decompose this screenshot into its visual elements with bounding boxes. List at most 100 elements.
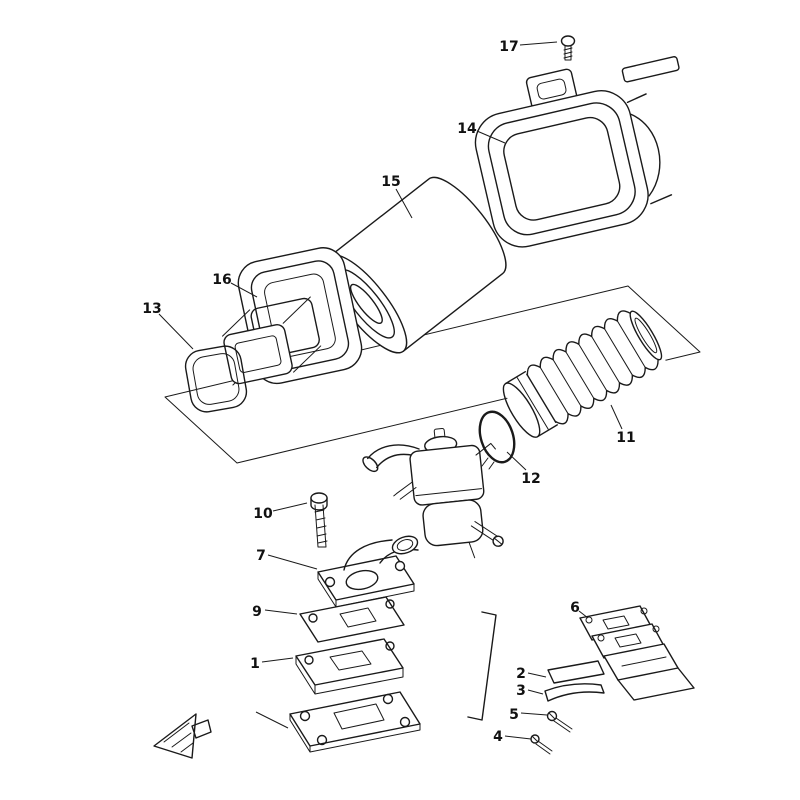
callout-16: 16 [212, 272, 231, 288]
case-rim-outer [474, 90, 649, 248]
duct-open-end-inner [634, 317, 658, 354]
gasket13-inner [192, 353, 240, 405]
callout-4: 4 [493, 729, 503, 745]
screw-5 [546, 710, 573, 733]
reed-block-hole-left [304, 655, 314, 665]
screw17-shaft [563, 45, 573, 61]
case-depth-edges [626, 93, 673, 205]
cap-snout-front [223, 324, 293, 385]
callout-labels: 17 14 15 16 13 11 12 10 7 9 1 6 2 3 5 4 [142, 39, 635, 745]
joint-flange-opening [333, 703, 385, 730]
duct-cuff-body [504, 370, 558, 438]
front-direction-arrow [153, 713, 212, 759]
leader-17 [519, 41, 558, 46]
case-strap [621, 56, 680, 83]
gasket-plate [299, 596, 405, 643]
reed-cage [603, 643, 695, 701]
arrow-tail [191, 719, 212, 739]
clamp-ring [478, 410, 516, 470]
cap-inner [250, 260, 350, 371]
bolt-head-top [310, 492, 328, 504]
gasket9-outline [299, 596, 405, 643]
callout-1: 1 [250, 656, 260, 672]
duct-open-end [629, 310, 663, 361]
joint-flange-hole-4 [316, 734, 328, 746]
duct-rib-start [526, 373, 557, 423]
plate6-a-hole-left [585, 616, 593, 624]
valve-gasket-plates [579, 605, 665, 659]
carb-choke-lever [475, 442, 496, 456]
callout-3: 3 [516, 683, 526, 699]
leader-3 [527, 689, 544, 695]
leader-joint-flange [255, 711, 289, 729]
plate6-b-hole [614, 633, 642, 648]
leader-5 [520, 712, 548, 716]
carb-body [409, 444, 485, 506]
joint-flange [289, 691, 421, 753]
callout-10: 10 [253, 506, 273, 522]
leader-16 [230, 282, 258, 298]
screw5-shaft [548, 712, 573, 733]
group-bracket [467, 611, 497, 721]
bolt-shaft [314, 504, 328, 548]
callout-13: 13 [142, 301, 161, 317]
manifold-flange-depth [317, 571, 415, 608]
clamp-wire [478, 410, 516, 464]
stopper-plate [544, 683, 605, 702]
callout-14: 14 [457, 121, 477, 137]
petal-outline [547, 660, 605, 684]
bolt [310, 492, 328, 548]
leader-4 [504, 735, 532, 740]
screw17-head [560, 35, 576, 47]
joint-flange-hole-1 [299, 710, 311, 722]
cap-inner2 [264, 273, 336, 358]
carb-inlet-end [362, 456, 379, 473]
carb-body-line [415, 488, 483, 497]
gasket9-hole-left [308, 613, 318, 623]
leader-1 [261, 657, 294, 663]
carburetor [362, 427, 504, 559]
seal-gasket [184, 345, 248, 413]
pan-head-screw [560, 35, 576, 61]
leader-6 [578, 610, 589, 619]
plate6-b-hole-right [652, 625, 660, 633]
manifold-hole-left [324, 576, 336, 588]
joint-flange-hole-2 [382, 693, 394, 705]
callout-2: 2 [516, 666, 526, 682]
joint-flange-hole-3 [399, 716, 411, 728]
leader-10 [272, 502, 308, 512]
carb-float-bowl [422, 499, 484, 547]
mounting-panel-outline [164, 285, 701, 464]
plate6-a-hole-right [640, 607, 648, 615]
duct-backing [497, 302, 668, 445]
callout-7: 7 [256, 548, 266, 564]
leader-12 [506, 451, 527, 471]
case-side-bulge [629, 113, 661, 197]
callout-9: 9 [252, 604, 262, 620]
duct-cuff-line [516, 377, 549, 430]
carb-fuel-nipple [393, 481, 417, 500]
bracket-line [467, 611, 497, 721]
cap-snout-edges [222, 296, 322, 386]
clamp-ends [481, 457, 495, 470]
leader-7 [267, 554, 318, 570]
duct-rib-lines [539, 320, 646, 415]
callout-12: 12 [521, 471, 540, 487]
arrow-body [153, 713, 197, 759]
callout-5: 5 [509, 707, 519, 723]
joint-flange-depth [289, 713, 421, 753]
air-cleaner-case [474, 56, 680, 248]
leader-14 [476, 130, 506, 144]
case-opening [503, 116, 621, 221]
reed-block-depth [295, 655, 404, 695]
leader-15 [395, 188, 413, 219]
manifold-hole-right [394, 560, 406, 572]
reed-block-hole-right [385, 641, 395, 651]
filter-hole [349, 283, 383, 324]
corrugated-air-duct [497, 302, 668, 445]
gasket9-hole-right [385, 599, 395, 609]
cage-wedge [617, 667, 695, 701]
